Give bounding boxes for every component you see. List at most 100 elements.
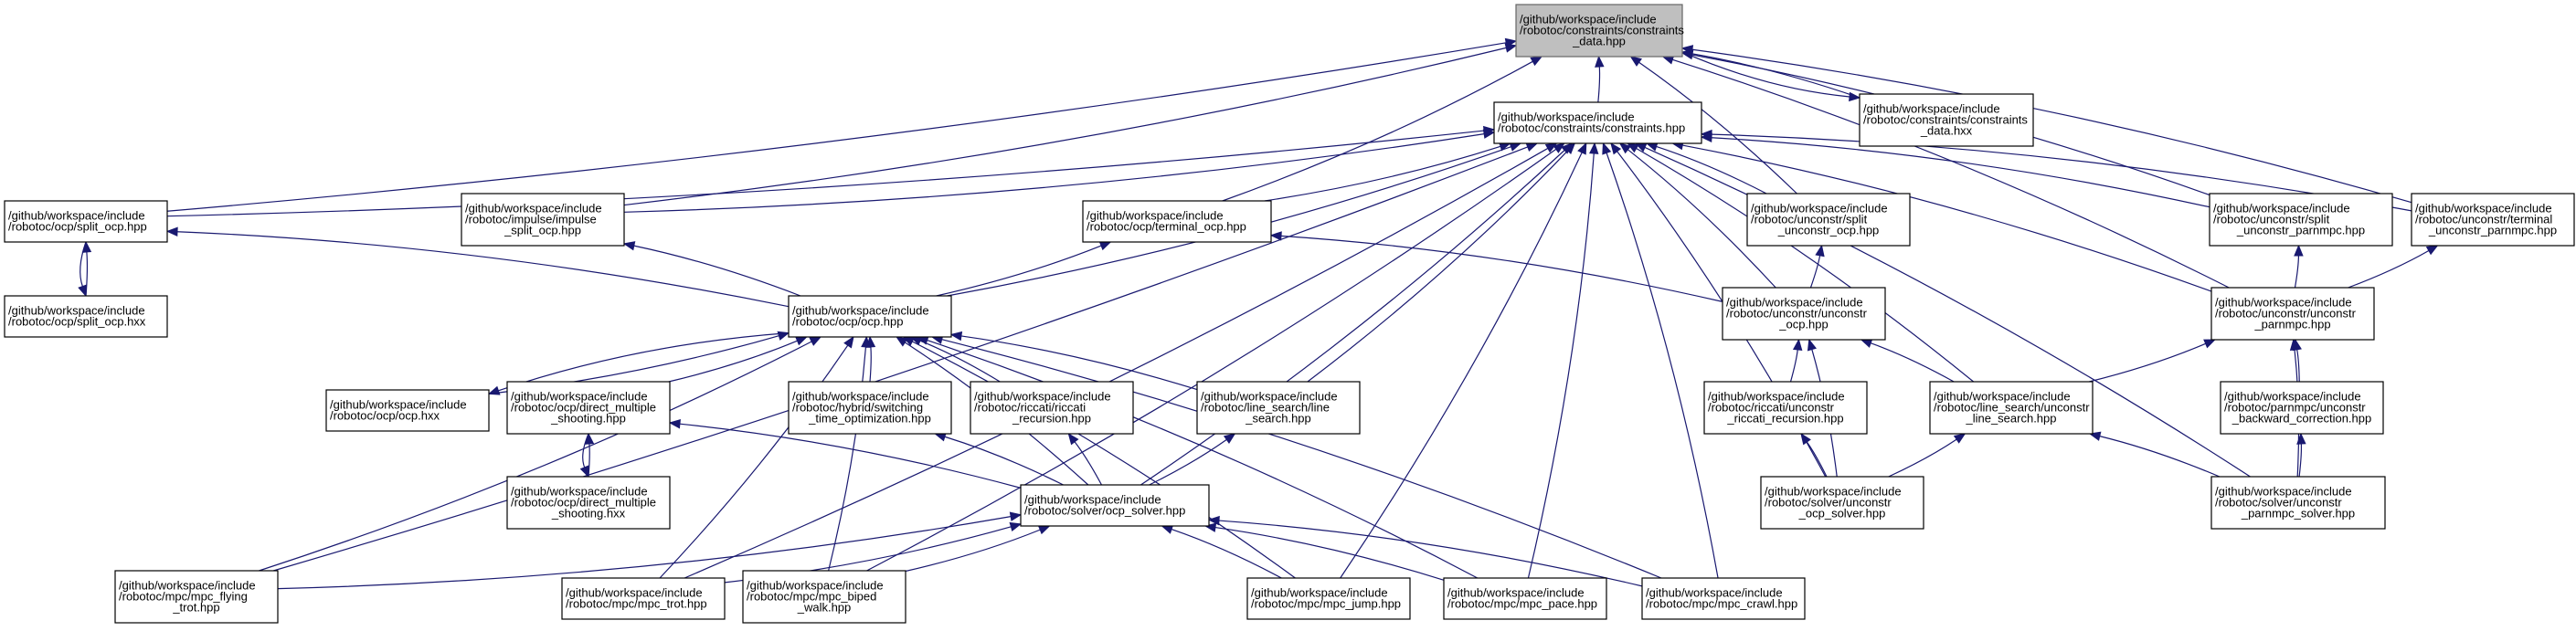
node-box — [2209, 193, 2393, 247]
edge-impulse_split_ocp_hpp-to-constraints_hpp — [623, 133, 1485, 213]
arrowhead-line_search_hpp-to-ocp_hpp — [949, 331, 963, 342]
node-mpc-pace-hpp[interactable]: /github/workspace/include/robotoc/mpc/mp… — [1443, 577, 1607, 620]
edge-mpc_jump_hpp-to-constraints_hpp — [1340, 152, 1583, 579]
node-unconstr-parnmpc-solver-hpp[interactable]: /github/workspace/include/robotoc/solver… — [2210, 476, 2386, 530]
edge-split_unconstr_ocp_hpp-to-constraints_hpp — [1656, 145, 1767, 195]
arrowhead-mpc_trot_hpp-to-ocp_solver_hpp — [1009, 521, 1023, 532]
node-unconstr-parnmpc-backward-correction-hpp[interactable]: /github/workspace/include/robotoc/parnmp… — [2220, 381, 2384, 435]
node-label-line-1: /github/workspace/include — [1751, 202, 1888, 216]
node-label-line-1: /github/workspace/include — [1934, 390, 2071, 404]
node-label-line-2: /robotoc/constraints/constraints — [1520, 24, 1684, 37]
node-ocp-hxx[interactable]: /github/workspace/include/robotoc/ocp/oc… — [325, 389, 490, 432]
arrowhead-mpc_biped_walk_hpp-to-ocp_solver_hpp — [1037, 525, 1051, 535]
node-ocp-solver-hpp[interactable]: /github/workspace/include/robotoc/solver… — [1020, 484, 1210, 527]
node-label-line-1: /github/workspace/include — [974, 390, 1111, 404]
edge-mpc_pace_hpp-to-ocp_solver_hpp — [1214, 526, 1445, 581]
edge-mpc_crawl_hpp-to-constraints_hpp — [1606, 152, 1719, 579]
arrowhead-constraints_hpp-to-constraints_data_hpp — [1595, 55, 1605, 68]
edge-ocp_solver_hpp-to-constraints_hpp — [1140, 150, 1565, 486]
node-unconstr-ocp-solver-hpp[interactable]: /github/workspace/include/robotoc/solver… — [1760, 476, 1924, 530]
node-constraints-hpp[interactable]: /github/workspace/include/robotoc/constr… — [1493, 101, 1702, 144]
node-terminal-ocp-hpp[interactable]: /github/workspace/include/robotoc/ocp/te… — [1082, 200, 1272, 243]
node-riccati-recursion-hpp[interactable]: /github/workspace/include/robotoc/riccat… — [970, 381, 1134, 435]
node-line-search-hpp[interactable]: /github/workspace/include/robotoc/line_s… — [1196, 381, 1361, 435]
node-label-line-3: _walk.hpp — [797, 601, 852, 615]
node-unconstr-parnmpc-hpp[interactable]: /github/workspace/include/robotoc/uncons… — [2210, 287, 2375, 341]
node-label-line-2: /robotoc/unconstr/unconstr — [1726, 307, 1868, 321]
node-split-unconstr-parnmpc-hpp[interactable]: /github/workspace/include/robotoc/uncons… — [2209, 193, 2393, 247]
node-label-line-3: _parnmpc.hpp — [2253, 318, 2330, 331]
node-terminal-unconstr-parnmpc-hpp[interactable]: /github/workspace/include/robotoc/uncons… — [2411, 193, 2575, 247]
node-box — [1760, 476, 1924, 530]
node-label-line-2: /robotoc/line_search/line — [1201, 401, 1330, 415]
node-label-line-2: /robotoc/parnmpc/unconstr — [2224, 401, 2366, 415]
node-label-line-3: _ocp_solver.hpp — [1798, 507, 1886, 521]
edge-mpc_trot_hpp-to-ocp_hpp — [659, 344, 849, 579]
node-mpc-crawl-hpp[interactable]: /github/workspace/include/robotoc/mpc/mp… — [1641, 577, 1806, 620]
node-label-line-1: /github/workspace/include — [511, 485, 648, 499]
node-box — [788, 295, 952, 338]
edge-unconstr_parnmpc_solver_hpp-to-unconstr_line_search_hpp — [2099, 436, 2221, 478]
edge-mpc_flying_trot_hpp-to-constraints_hpp — [273, 146, 1528, 572]
edge-unconstr_ocp_hpp-to-terminal_ocp_hpp — [1280, 235, 1723, 302]
node-label-line-1: /github/workspace/include — [1024, 493, 1161, 507]
node-mpc-jump-hpp[interactable]: /github/workspace/include/robotoc/mpc/mp… — [1246, 577, 1411, 620]
arrowhead-unconstr_line_search_hpp-to-unconstr_parnmpc_hpp — [2203, 339, 2216, 349]
arrowhead-split_unconstr_ocp_hpp-to-constraints_data_hpp — [1629, 56, 1642, 67]
node-unconstr-riccati-recursion-hpp[interactable]: /github/workspace/include/robotoc/riccat… — [1703, 381, 1868, 435]
edge-ocp_hpp-to-split_ocp_hpp — [176, 231, 790, 308]
node-label-line-2: /robotoc/ocp/direct_multiple — [511, 496, 656, 510]
arrowhead-terminal_unconstr_parnmpc_hpp-to-constraints_data_hpp — [1680, 45, 1694, 55]
node-label-line-3: _shooting.hpp — [550, 412, 626, 426]
node-split-unconstr-ocp-hpp[interactable]: /github/workspace/include/robotoc/uncons… — [1746, 193, 1911, 247]
node-label-line-3: _unconstr_ocp.hpp — [1777, 224, 1880, 237]
node-mpc-trot-hpp[interactable]: /github/workspace/include/robotoc/mpc/mp… — [561, 577, 726, 620]
arrowhead-mpc_biped_walk_hpp-to-ocp_hpp — [861, 335, 871, 348]
edge-unconstr_parnmpc_hpp-to-constraints_hpp — [1682, 144, 2212, 292]
node-label-line-3: _search.hpp — [1245, 412, 1311, 426]
node-label-line-2: /robotoc/mpc/mpc_trot.hpp — [566, 597, 707, 611]
node-box — [1859, 93, 2034, 147]
node-label-line-1: /github/workspace/include — [1863, 102, 2000, 116]
edge-riccati_recursion_hpp-to-ocp_hpp — [919, 340, 1001, 383]
node-box — [1929, 381, 2094, 435]
node-label-line-3: _riccati_recursion.hpp — [1726, 412, 1843, 426]
node-constraints-data-hxx[interactable]: /github/workspace/include/robotoc/constr… — [1859, 93, 2034, 147]
node-label-line-1: /github/workspace/include — [511, 390, 648, 404]
arrowhead-mpc_pace_hpp-to-constraints_hpp — [1589, 142, 1599, 154]
node-unconstr-line-search-hpp[interactable]: /github/workspace/include/robotoc/line_s… — [1929, 381, 2094, 435]
node-mpc-biped-walk-hpp[interactable]: /github/workspace/include/robotoc/mpc/mp… — [742, 570, 906, 624]
arrowhead-ocp_solver_hpp-to-riccati_recursion_hpp — [1067, 432, 1079, 446]
node-label-line-2: /robotoc/ocp/ocp.hxx — [330, 409, 440, 423]
node-label-line-2: /robotoc/constraints/constraints.hpp — [1498, 121, 1685, 135]
node-box — [1641, 577, 1806, 620]
node-label-line-3: _unconstr_parnmpc.hpp — [2236, 224, 2365, 237]
edge-split_ocp_hpp-to-constraints_hpp — [166, 130, 1485, 217]
node-unconstr-ocp-hpp[interactable]: /github/workspace/include/robotoc/uncons… — [1722, 287, 1886, 341]
arrowhead-unconstr_parnmpc_solver_hpp-to-unconstr_parnmpc_hpp — [2289, 338, 2300, 352]
node-label-line-1: /github/workspace/include — [792, 304, 929, 318]
edge-unconstr_parnmpc_hpp-to-split_unconstr_parnmpc_hpp — [2294, 255, 2300, 289]
node-impulse-split-ocp-hpp[interactable]: /github/workspace/include/robotoc/impuls… — [461, 193, 625, 247]
node-box — [1196, 381, 1361, 435]
node-mpc-flying-trot-hpp[interactable]: /github/workspace/include/robotoc/mpc/mp… — [114, 570, 279, 624]
edge-unconstr_ocp_hpp-to-constraints_hpp — [1627, 149, 1776, 289]
edge-direct_multiple_shooting_hpp-to-ocp_hpp — [668, 340, 798, 383]
edge-terminal_ocp_hpp-to-constraints_hpp — [1264, 145, 1501, 202]
node-box — [561, 577, 726, 620]
node-label-line-2: /robotoc/unconstr/unconstr — [2215, 307, 2357, 321]
node-label-line-3: _ocp.hpp — [1778, 318, 1829, 331]
node-label-line-2: /robotoc/constraints/constraints — [1863, 113, 2028, 127]
node-ocp-hpp[interactable]: /github/workspace/include/robotoc/ocp/oc… — [788, 295, 952, 338]
node-label-line-1: /github/workspace/include — [1447, 586, 1585, 600]
node-split-ocp-hxx[interactable]: /github/workspace/include/robotoc/ocp/sp… — [4, 295, 168, 338]
node-direct-multiple-shooting-hxx[interactable]: /github/workspace/include/robotoc/ocp/di… — [506, 476, 671, 530]
node-switching-time-optimization-hpp[interactable]: /github/workspace/include/robotoc/hybrid… — [788, 381, 952, 435]
node-label-line-2: /robotoc/mpc/mpc_biped — [747, 590, 876, 604]
arrowhead-mpc_jump_hpp-to-constraints_hpp — [1577, 142, 1587, 155]
node-box — [506, 476, 671, 530]
node-split-ocp-hpp[interactable]: /github/workspace/include/robotoc/ocp/sp… — [4, 200, 168, 243]
node-direct-multiple-shooting-hpp[interactable]: /github/workspace/include/robotoc/ocp/di… — [506, 381, 671, 435]
node-label-line-1: /github/workspace/include — [2215, 296, 2352, 310]
node-box — [1746, 193, 1911, 247]
